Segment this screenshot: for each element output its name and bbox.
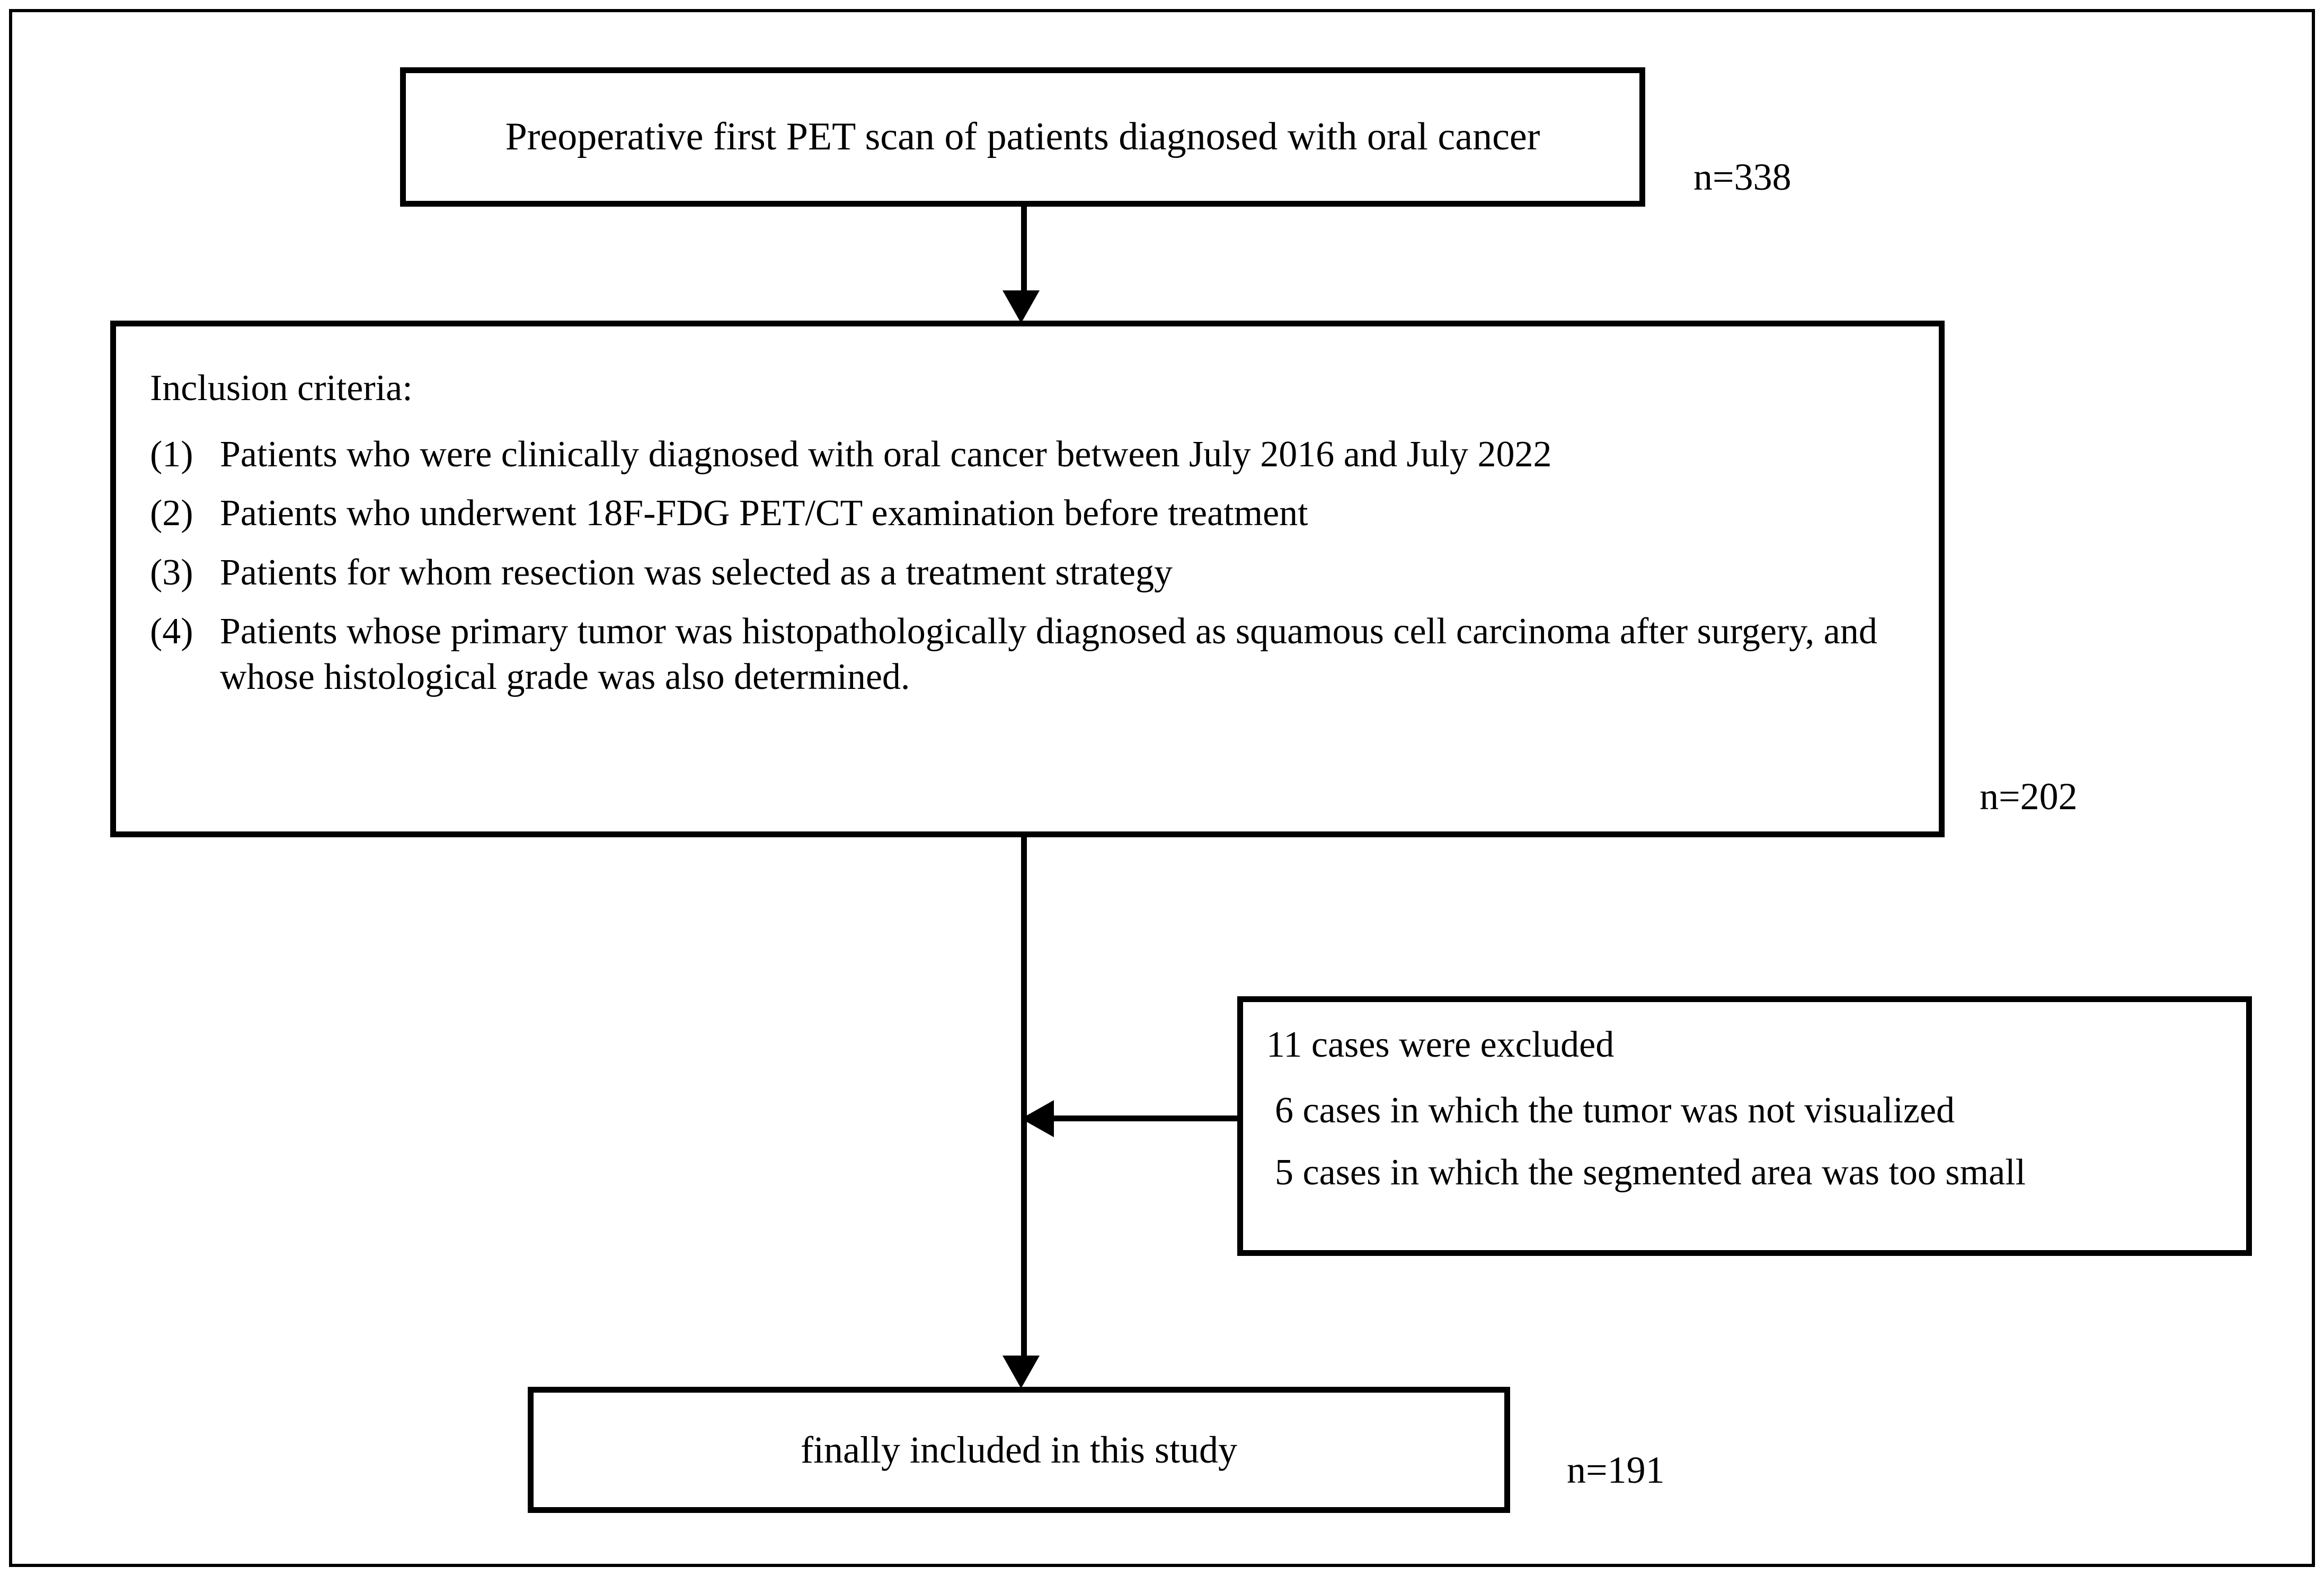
list-item-marker: (3) [150, 552, 193, 593]
list-item-marker: (4) [150, 611, 193, 652]
exclusion-reason-label: 6 cases in which the tumor was not visua… [1275, 1090, 1955, 1131]
list-item: (2) Patients who underwent 18F-FDG PET/C… [150, 491, 1907, 536]
connector-source-to-inclusion [1021, 207, 1027, 297]
arrowhead-left-icon [1021, 1100, 1054, 1137]
list-item-marker: (1) [150, 434, 193, 475]
connector-exclusion-to-flow [1039, 1115, 1237, 1121]
arrowhead-down-icon [1003, 290, 1040, 323]
source-population-count: n=338 [1693, 156, 1791, 198]
list-item-text: Patients for whom resection was selected… [220, 552, 1173, 593]
final-cohort-count: n=191 [1567, 1449, 1665, 1491]
inclusion-criteria-count: n=202 [1980, 775, 2078, 818]
list-item-text: Patients who were clinically diagnosed w… [220, 434, 1552, 475]
list-item-text: Patients whose primary tumor was histopa… [220, 611, 1877, 697]
list-item: (3) Patients for whom resection was sele… [150, 550, 1907, 595]
final-cohort-box: finally included in this study [528, 1387, 1510, 1513]
exclusion-summary-label: 11 cases were excluded [1266, 1024, 1615, 1065]
list-item: (1) Patients who were clinically diagnos… [150, 432, 1907, 477]
inclusion-criteria-box: Inclusion criteria: (1) Patients who wer… [110, 321, 1945, 837]
page-border [9, 9, 2315, 1567]
list-item-text: Patients who underwent 18F-FDG PET/CT ex… [220, 493, 1308, 534]
inclusion-criteria-heading: Inclusion criteria: [150, 368, 413, 409]
inclusion-criteria-list: (1) Patients who were clinically diagnos… [150, 432, 1907, 700]
exclusion-box: 11 cases were excluded 6 cases in which … [1237, 996, 2252, 1256]
list-item-marker: (2) [150, 493, 193, 534]
exclusion-reason-label: 5 cases in which the segmented area was … [1275, 1152, 2026, 1193]
arrowhead-down-icon [1003, 1356, 1040, 1388]
list-item: (4) Patients whose primary tumor was his… [150, 609, 1907, 700]
source-population-box: Preoperative first PET scan of patients … [400, 67, 1645, 207]
source-population-label: Preoperative first PET scan of patients … [505, 114, 1540, 158]
final-cohort-label: finally included in this study [801, 1428, 1237, 1471]
